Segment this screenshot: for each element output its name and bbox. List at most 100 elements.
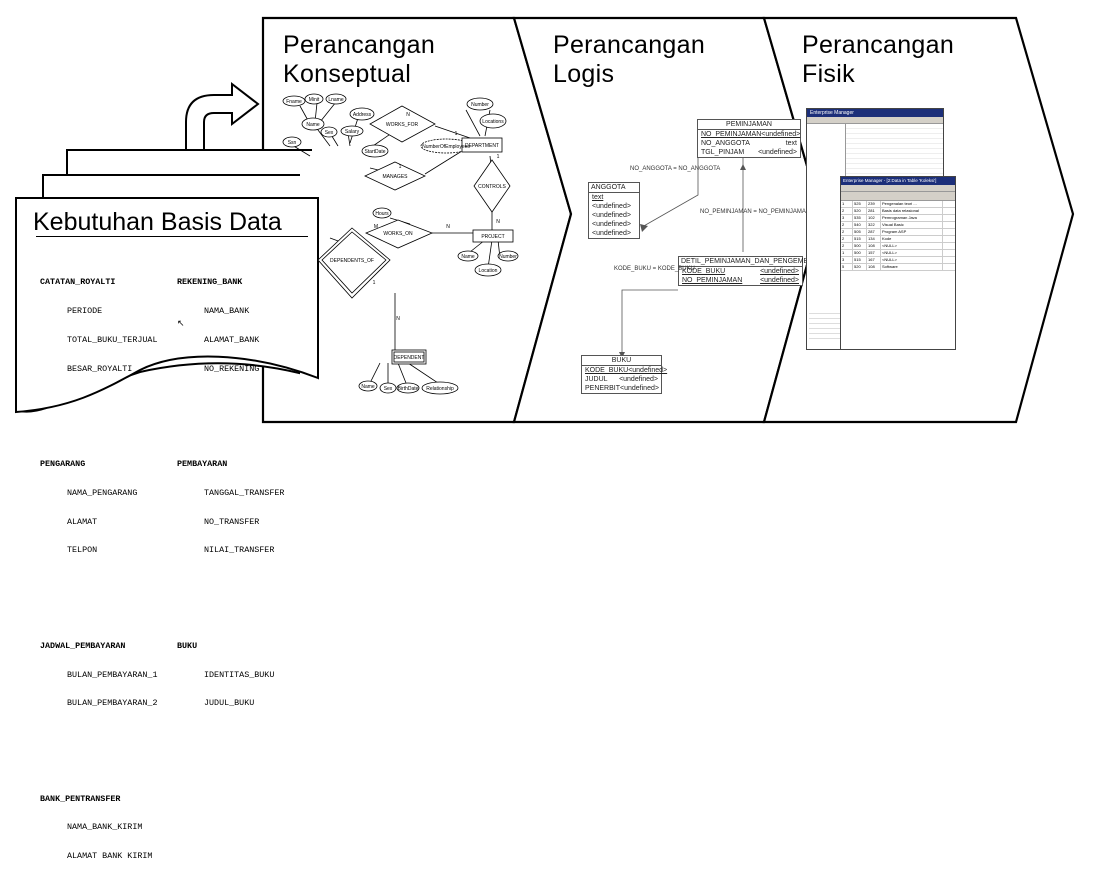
group-pembayaran: PEMBAYARAN TANGGAL_TRANSFER NO_TRANSFER … bbox=[177, 441, 284, 575]
rel-controls: CONTROLS bbox=[478, 184, 506, 190]
window-title: Enterprise Manager - [2:Data in Table 'K… bbox=[841, 177, 955, 185]
attr-address: Address bbox=[353, 112, 372, 118]
list-pane bbox=[846, 124, 943, 184]
group-catatan-royalti: CATATAN_ROYALTI PERIODE TOTAL_BUKU_TERJU… bbox=[40, 259, 157, 393]
curved-arrow-icon bbox=[185, 81, 260, 156]
column-type: <undefined> bbox=[758, 149, 797, 156]
column-name: PENERBIT bbox=[585, 385, 621, 392]
grid-cell: 5 bbox=[841, 264, 853, 270]
group-item: PERIODE bbox=[67, 306, 103, 317]
table-row: TGL_PINJAM<undefined> bbox=[698, 148, 800, 157]
relation-label-buku: KODE_BUKU = KODE_BUKU bbox=[614, 266, 695, 272]
table-buku: BUKU KODE_BUKU<undefined> JUDUL<undefine… bbox=[581, 355, 667, 394]
grid-cell: 2 bbox=[841, 222, 853, 228]
group-item: NAMA_BANK_KIRIM bbox=[67, 822, 143, 833]
grid-cell: 102 bbox=[867, 215, 881, 221]
table-row: <undefined> bbox=[592, 203, 631, 210]
group-item: NAMA_PENGARANG bbox=[67, 487, 138, 498]
relation-label-anggota: NO_ANGGOTA = NO_ANGGOTA bbox=[630, 166, 721, 172]
grid-cell: Program ASP bbox=[881, 229, 943, 235]
menu-bar bbox=[841, 185, 955, 192]
column-type: <undefined> bbox=[619, 376, 658, 383]
table-detil-peminjaman: DETIL_PEMINJAMAN_DAN_PENGEMBALI KODE_BUK… bbox=[678, 256, 819, 286]
grid-cell: 515 bbox=[853, 257, 867, 263]
group-heading: CATATAN_ROYALTI bbox=[40, 277, 116, 288]
tree-pane bbox=[807, 124, 846, 184]
group-rekening-bank: REKENING_BANK NAMA_BANK ALAMAT_BANK NO_R… bbox=[177, 259, 284, 393]
attr-locations: Locations bbox=[482, 119, 504, 125]
menu-bar bbox=[807, 117, 943, 124]
card-2: 1 bbox=[455, 131, 458, 137]
attr-project-name: Name bbox=[461, 254, 475, 260]
table-row: JUDUL <undefined> bbox=[582, 375, 661, 384]
group-heading: PENGARANG bbox=[40, 459, 86, 470]
grid-cell: 535 bbox=[853, 215, 867, 221]
group-jadwal-pembayaran: JADWAL_PEMBAYARAN BULAN_PEMBAYARAN_1 BUL… bbox=[40, 623, 157, 729]
group-heading: REKENING_BANK bbox=[177, 277, 243, 288]
column-name: JUDUL bbox=[585, 376, 608, 383]
attr-numberofemployees: NumberOfEmployees bbox=[422, 144, 470, 150]
table-row: <undefined> bbox=[592, 212, 631, 219]
grid-cell: 3 bbox=[841, 215, 853, 221]
grid-cell: Kode bbox=[881, 236, 943, 242]
grid-cell: <NULL> bbox=[881, 243, 943, 249]
card-9: N bbox=[396, 316, 400, 322]
relation-label-peminjaman: NO_PEMINJAMAN = NO_PEMINJAMAN bbox=[700, 209, 811, 215]
logical-connectors bbox=[619, 155, 746, 358]
column-type: text bbox=[785, 140, 797, 147]
entity-department: DEPARTMENT bbox=[465, 143, 499, 149]
rel-works-on: WORKS_ON bbox=[383, 231, 413, 237]
group-item: ALAMAT BANK KIRIM bbox=[67, 851, 153, 862]
table-peminjaman: PEMINJAMAN NO_PEMINJAMAN<undefined> NO_A… bbox=[697, 119, 801, 158]
table-header: DETIL_PEMINJAMAN_DAN_PENGEMBALI bbox=[679, 258, 819, 267]
grid-cell: 2 bbox=[841, 236, 853, 242]
er-diagram: Fname Minit Lname Name Address Sex Salar… bbox=[282, 93, 519, 395]
grid-cell: Visual Basic bbox=[881, 222, 943, 228]
grid-cell: 281 bbox=[867, 208, 881, 214]
stage-title-conceptual: Perancangan Konseptual bbox=[283, 31, 436, 88]
table-header: PEMINJAMAN bbox=[698, 120, 800, 130]
attr-salary: Salary bbox=[345, 129, 360, 135]
table-row: <undefined> bbox=[592, 221, 631, 228]
grid-cell: 157 bbox=[867, 250, 881, 256]
group-item: NAMA_BANK bbox=[204, 306, 250, 317]
requirements-right-column: REKENING_BANK NAMA_BANK ALAMAT_BANK NO_R… bbox=[177, 240, 284, 738]
grid-cell: 500 bbox=[853, 243, 867, 249]
stage-title-logical: Perancangan Logis bbox=[553, 31, 706, 88]
group-heading: PEMBAYARAN bbox=[177, 459, 228, 470]
card-8: 1 bbox=[373, 280, 376, 286]
card-3: 1 bbox=[399, 164, 402, 170]
card-7: N bbox=[446, 224, 450, 230]
grid-cell: <NULL> bbox=[881, 257, 943, 263]
entity-project: PROJECT bbox=[481, 234, 504, 240]
grid-cell: 2 bbox=[841, 208, 853, 214]
column-name: NO_PEMINJAMAN bbox=[682, 277, 743, 284]
table-row: NO_PEMINJAMAN<undefined> bbox=[679, 276, 802, 285]
attr-name: Name bbox=[306, 122, 320, 128]
grid-cell: 500 bbox=[853, 250, 867, 256]
rel-dependents-of: DEPENDENTS_OF bbox=[330, 258, 374, 264]
group-item: NILAI_TRANSFER bbox=[204, 545, 275, 556]
group-item: JUDUL_BUKU bbox=[204, 698, 255, 709]
entity-dependent: DEPENDENT bbox=[394, 355, 425, 361]
group-item: NO_TRANSFER bbox=[204, 516, 260, 527]
group-item: TELPON bbox=[67, 545, 98, 556]
column-name: NO_ANGGOTA bbox=[701, 140, 750, 147]
attr-location: Location bbox=[479, 268, 498, 274]
rel-works-for: WORKS_FOR bbox=[386, 122, 419, 128]
card-1: N bbox=[406, 112, 410, 118]
grid-cell: Software bbox=[881, 264, 943, 270]
title-divider bbox=[36, 236, 308, 237]
column-name: KODE_BUKU bbox=[682, 268, 726, 275]
